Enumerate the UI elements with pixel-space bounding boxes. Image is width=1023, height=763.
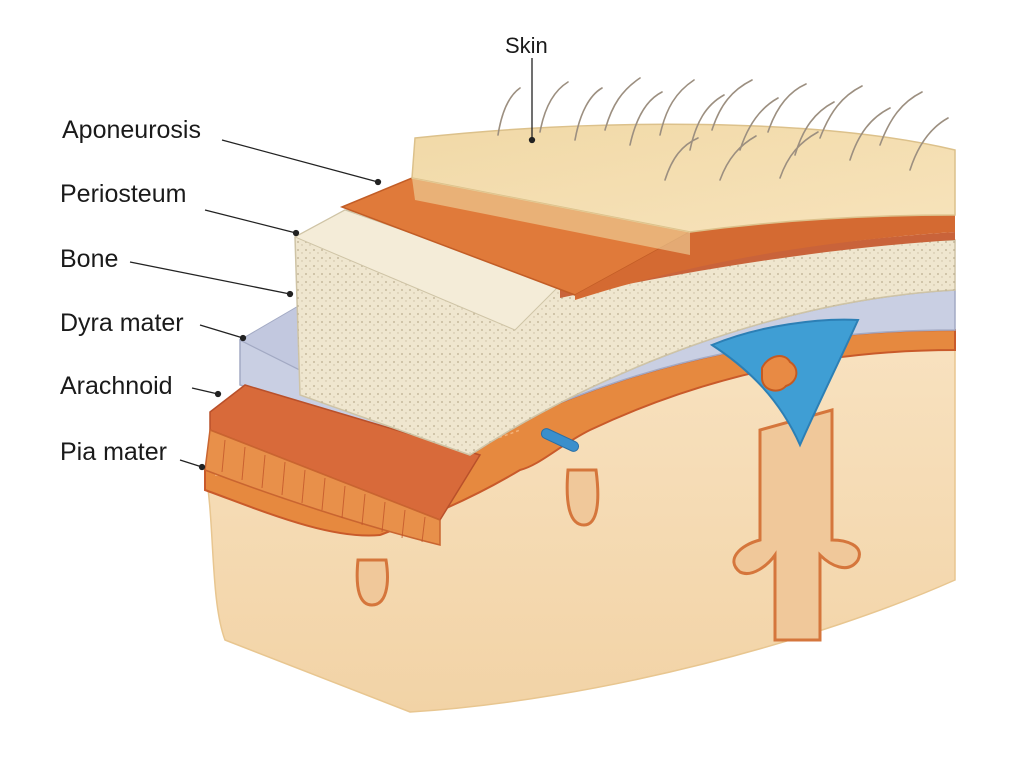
label-arachnoid: Arachnoid [60, 372, 173, 400]
label-periosteum: Periosteum [60, 180, 187, 208]
label-aponeurosis: Aponeurosis [62, 116, 201, 144]
label-bone: Bone [60, 245, 119, 273]
label-pia-mater: Pia mater [60, 438, 167, 466]
label-dura-mater: Dyra mater [60, 309, 184, 337]
arachnoid-slab [204, 384, 482, 546]
label-skin: Skin [505, 33, 548, 58]
hair-strands [497, 77, 949, 181]
brain-sulci [355, 408, 861, 642]
venous-sinus [540, 318, 860, 452]
skin-layer [411, 123, 956, 255]
periosteum-layer [560, 232, 955, 298]
leader-lines [129, 58, 536, 471]
